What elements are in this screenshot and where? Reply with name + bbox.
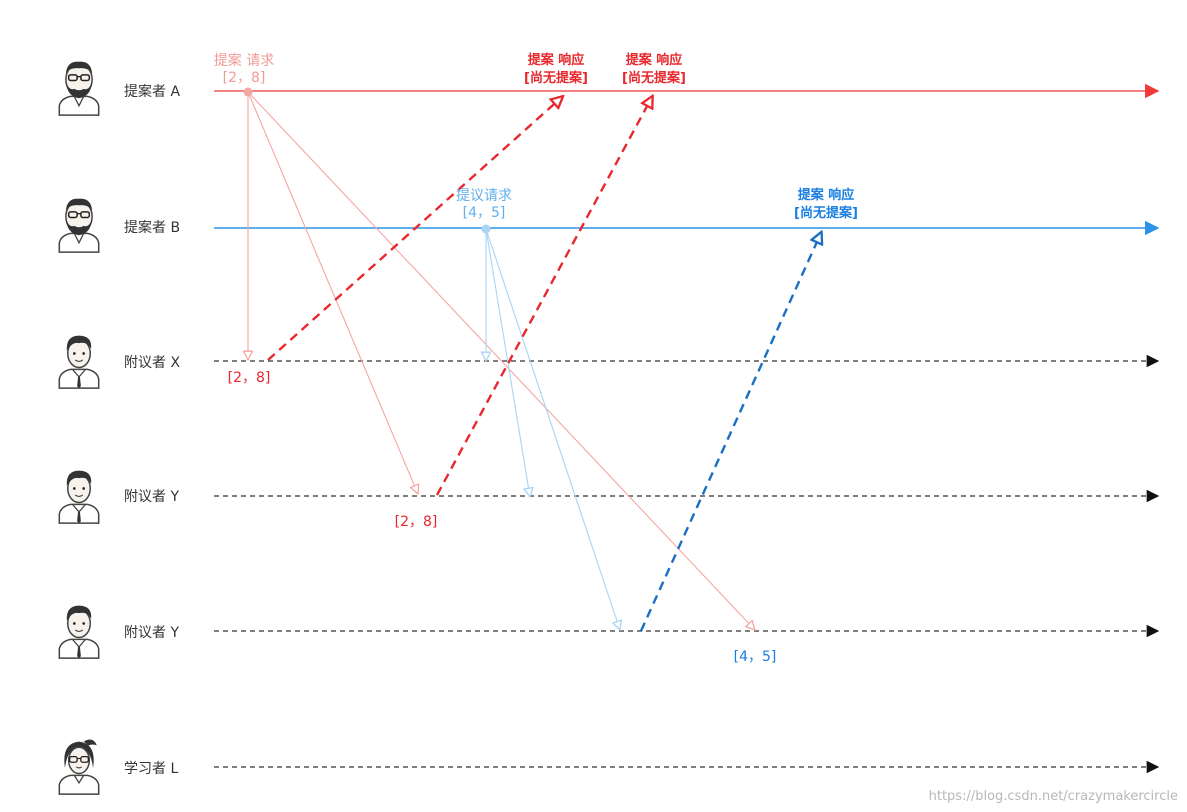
response-2-body: [尚无提案] [622, 70, 686, 86]
request-a-to-y2-arrow [247, 91, 755, 630]
man-with-tie-icon [58, 334, 100, 389]
request-b-to-y1-arrow [485, 228, 530, 497]
b-request-title: 提议请求 [456, 188, 512, 204]
actor-acceptor-x: 附议者 X [58, 334, 180, 389]
response-x-to-a-arrow [267, 97, 562, 361]
actor-label: 附议者 X [124, 355, 180, 371]
request-a-to-y1-arrow [247, 91, 418, 494]
actor-label: 学习者 L [124, 761, 178, 777]
bearded-man-icon [58, 60, 100, 116]
response-1-body: [尚无提案] [524, 70, 588, 86]
woman-icon [58, 738, 100, 795]
actor-label: 附议者 Y [124, 489, 179, 505]
watermark: https://blog.csdn.net/crazymakercircle [929, 789, 1178, 804]
actor-label: 提案者 B [124, 219, 180, 236]
response-2-title: 提案 响应 [626, 52, 683, 68]
actor-label: 提案者 A [124, 83, 180, 100]
a-request-value: [2，8] [223, 70, 266, 86]
request-b-origin-dot [481, 224, 491, 234]
response-3-title: 提案 响应 [798, 187, 855, 203]
y1-accepted-value: [2，8] [395, 514, 438, 530]
a-request-title: 提案 请求 [214, 52, 274, 69]
y2-accepted-value: [4，5] [734, 649, 777, 665]
man-with-tie-icon [58, 469, 100, 524]
actor-acceptor-y2: 附议者 Y [58, 604, 179, 659]
actor-acceptor-y1: 附议者 Y [58, 469, 179, 524]
response-1-title: 提案 响应 [528, 52, 585, 68]
b-request-value: [4，5] [463, 205, 506, 221]
x-accepted-value: [2，8] [228, 370, 271, 386]
man-with-tie-icon [58, 604, 100, 659]
bearded-man-icon [58, 197, 100, 253]
request-b-to-y2-arrow [485, 228, 620, 630]
response-y1-to-a-arrow [435, 97, 652, 496]
actor-learner-l: 学习者 L [58, 738, 178, 795]
actor-label: 附议者 Y [124, 625, 179, 641]
actor-proposer-a: 提案者 A [58, 60, 180, 116]
response-3-body: [尚无提案] [794, 205, 858, 221]
response-y2-to-b-arrow [639, 233, 821, 632]
actor-proposer-b: 提案者 B [58, 197, 180, 253]
request-a-origin-dot [243, 87, 253, 97]
